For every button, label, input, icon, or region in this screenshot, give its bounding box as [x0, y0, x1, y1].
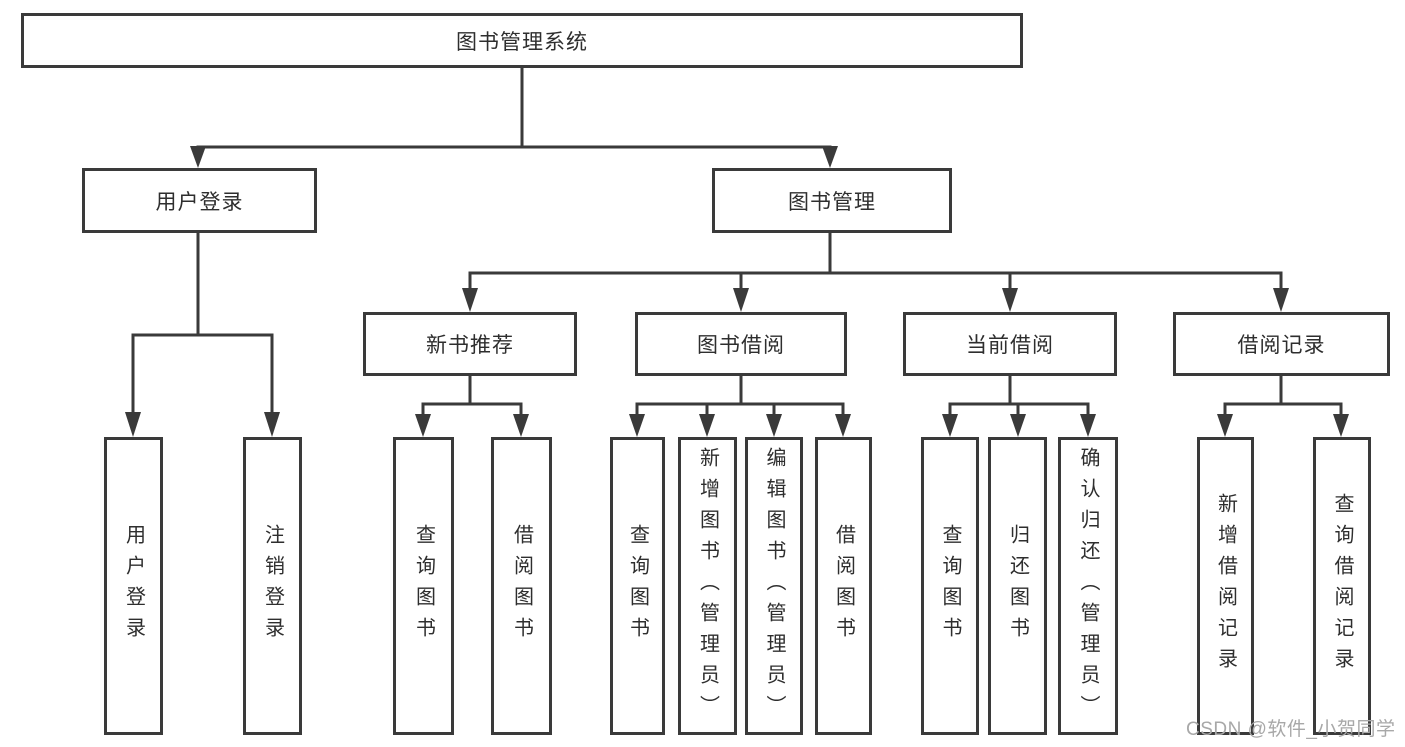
leaf-label: 归还图书	[1006, 524, 1029, 648]
node-borrowing-records: 借阅记录	[1173, 312, 1390, 376]
node-new-book-recommend: 新书推荐	[363, 312, 577, 376]
node-label: 借阅记录	[1237, 334, 1326, 357]
node-book-management: 图书管理	[712, 168, 952, 233]
node-user-login: 用户登录	[82, 168, 317, 233]
leaf-confirm-return-admin: 确认归还（管理员）	[1058, 437, 1118, 735]
leaf-label: 查询图书	[939, 524, 961, 648]
leaf-label: 查询借阅记录	[1331, 493, 1353, 679]
node-label: 图书管理	[788, 190, 876, 214]
leaf-label: 新增借阅记录	[1214, 493, 1237, 679]
leaf-query-books-recommend: 查询图书	[393, 437, 454, 735]
leaf-logout: 注销登录	[243, 437, 302, 735]
leaf-label: 新增图书（管理员）	[696, 446, 719, 726]
leaf-borrow-books-recommend: 借阅图书	[491, 437, 552, 735]
leaf-borrow-books-borrowing: 借阅图书	[815, 437, 872, 735]
node-label: 当前借阅	[966, 334, 1054, 357]
leaf-label: 借阅图书	[832, 524, 855, 648]
leaf-add-borrow-record: 新增借阅记录	[1197, 437, 1254, 735]
node-label: 图书借阅	[697, 334, 785, 357]
node-book-borrowing: 图书借阅	[635, 312, 847, 376]
leaf-label: 借阅图书	[510, 524, 533, 648]
leaf-query-books-borrowing: 查询图书	[610, 437, 665, 735]
node-label: 新书推荐	[426, 334, 514, 357]
arrowheads	[125, 146, 1349, 437]
leaf-edit-books-admin: 编辑图书（管理员）	[745, 437, 803, 735]
leaf-label: 查询图书	[412, 524, 435, 648]
node-label: 图书管理系统	[456, 30, 588, 54]
node-library-system: 图书管理系统	[21, 13, 1023, 68]
node-label: 用户登录	[155, 190, 244, 214]
leaf-user-login: 用户登录	[104, 437, 163, 735]
leaf-label: 编辑图书（管理员）	[763, 446, 785, 726]
leaf-label: 用户登录	[122, 524, 145, 648]
leaf-query-books-current: 查询图书	[921, 437, 979, 735]
leaf-label: 确认归还（管理员）	[1077, 446, 1099, 726]
leaf-label: 查询图书	[626, 524, 649, 648]
leaf-label: 注销登录	[261, 524, 284, 648]
csdn-watermark: CSDN @软件_小贺同学	[1186, 719, 1396, 740]
leaf-add-books-admin: 新增图书（管理员）	[678, 437, 737, 735]
node-current-borrowing: 当前借阅	[903, 312, 1117, 376]
leaf-query-borrow-record: 查询借阅记录	[1313, 437, 1371, 735]
leaf-return-books: 归还图书	[988, 437, 1047, 735]
